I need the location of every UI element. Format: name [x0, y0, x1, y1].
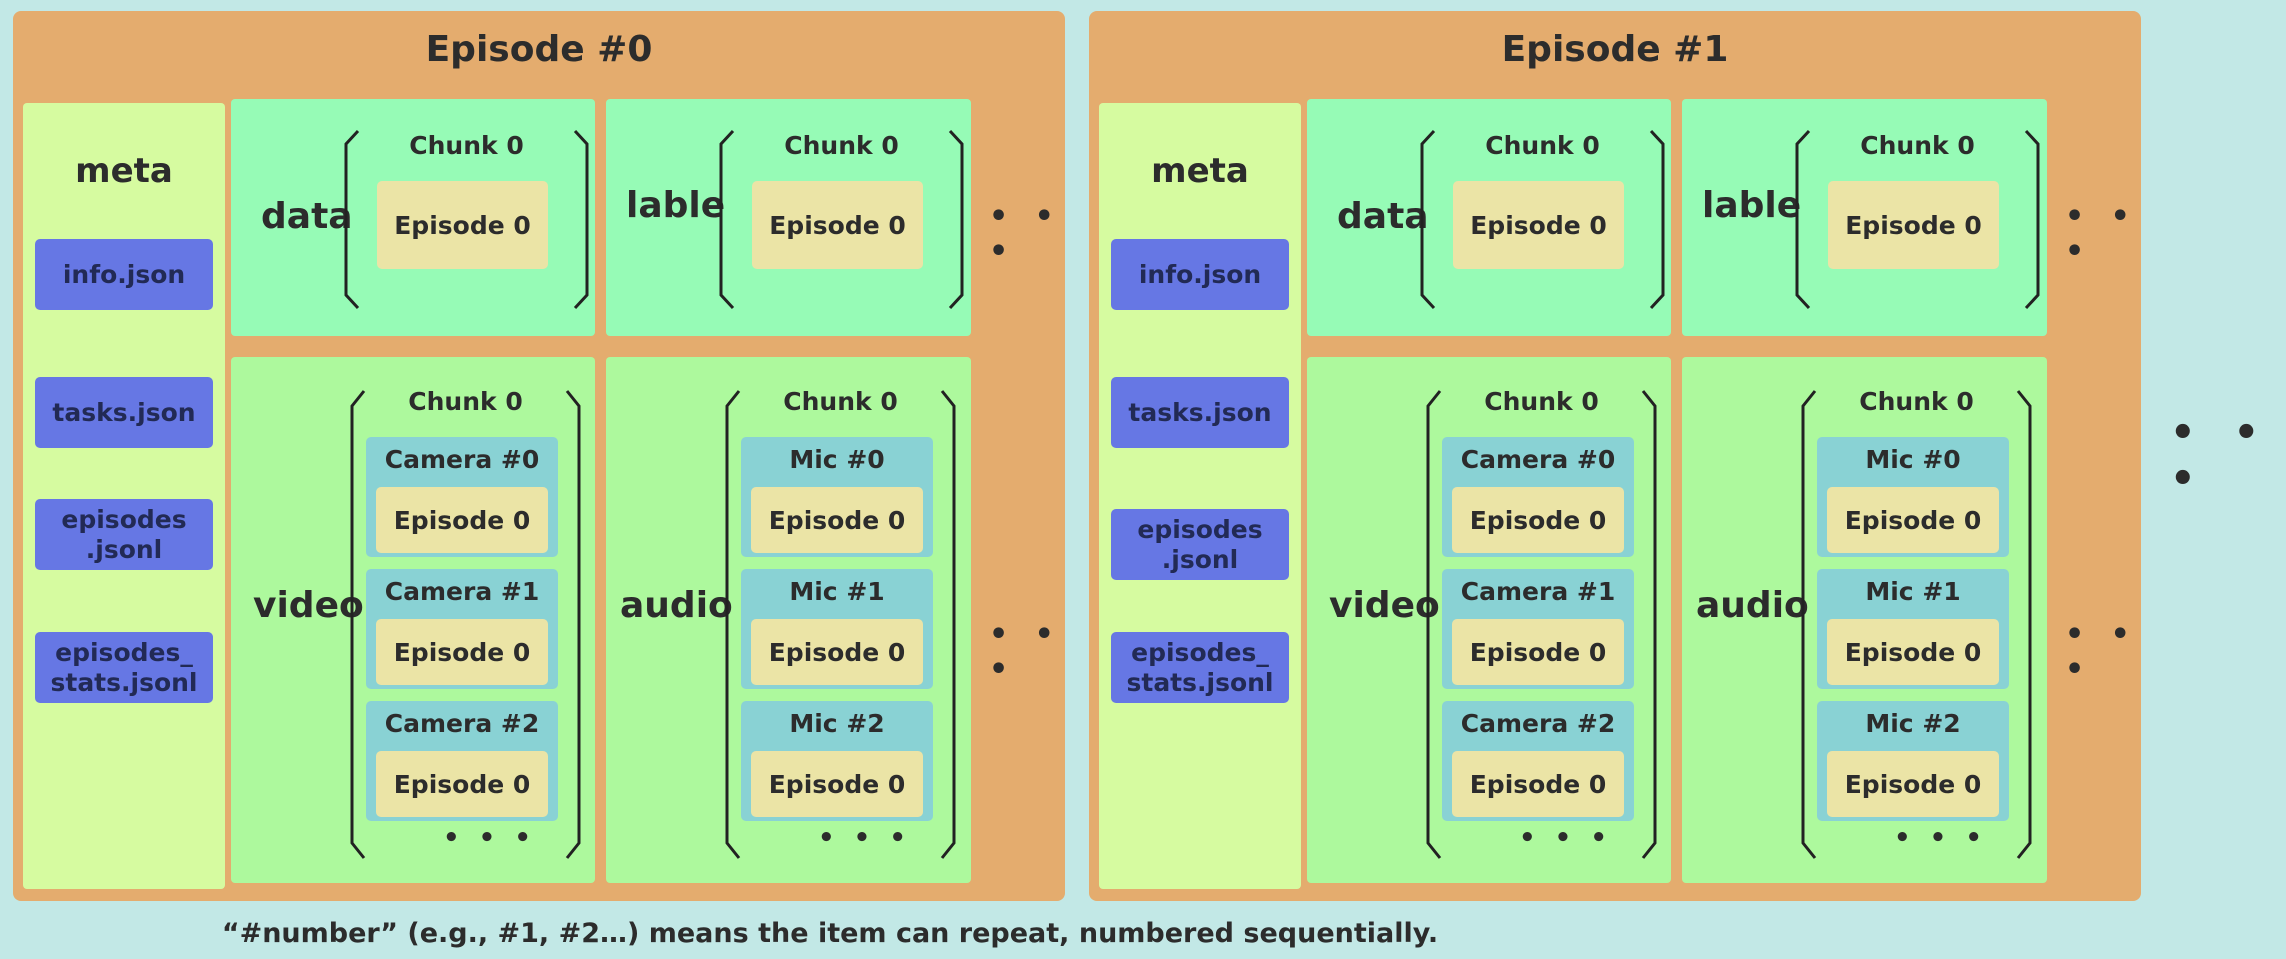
episode-group: Episode #1 meta info.json tasks.json epi… [1089, 11, 2141, 901]
episode-group: Episode #0 meta info.json tasks.json epi… [13, 11, 1065, 901]
audio-label: audio [1696, 585, 1809, 626]
mic-title: Mic #1 [789, 577, 885, 606]
chunk-bracket [1420, 129, 1665, 310]
data-label: data [1337, 196, 1429, 237]
mic-title: Mic #2 [1865, 709, 1961, 738]
episode-box: Episode 0 [1452, 619, 1624, 685]
chunk-bracket [1426, 390, 1657, 859]
mic-item: Mic #0 Episode 0 [1817, 437, 2009, 557]
chunk-label: Chunk 0 [1859, 387, 1974, 416]
camera-item: Camera #1 Episode 0 [1442, 569, 1634, 689]
episode-box: Episode 0 [376, 619, 548, 685]
more-items-ellipsis: • • • [443, 823, 536, 853]
lable-label: lable [626, 185, 726, 226]
lable-panel: lable Chunk 0 Episode 0 [606, 99, 971, 336]
camera-item: Camera #1 Episode 0 [366, 569, 558, 689]
video-label: video [253, 585, 364, 626]
data-panel: data Chunk 0 Episode 0 [1307, 99, 1671, 336]
more-bottom-ellipsis: • • • [989, 617, 1062, 687]
mic-item: Mic #2 Episode 0 [1817, 701, 2009, 821]
mic-item: Mic #1 Episode 0 [1817, 569, 2009, 689]
more-items-ellipsis: • • • [1519, 823, 1612, 853]
episode-box: Episode 0 [1827, 619, 1999, 685]
chunk-label: Chunk 0 [408, 387, 523, 416]
more-items-ellipsis: • • • [1894, 823, 1987, 853]
meta-panel: meta info.json tasks.json episodes .json… [1099, 103, 1301, 889]
chunk-bracket [719, 129, 964, 310]
camera-title: Camera #0 [1460, 445, 1616, 474]
video-label: video [1329, 585, 1440, 626]
meta-file-tasks: tasks.json [35, 377, 213, 448]
more-episodes-ellipsis: • • • [2170, 410, 2272, 502]
episode-box: Episode 0 [1453, 181, 1624, 269]
chunk-label: Chunk 0 [1485, 131, 1600, 160]
camera-title: Camera #2 [384, 709, 540, 738]
chunk-label: Chunk 0 [784, 131, 899, 160]
meta-file-info: info.json [1111, 239, 1289, 310]
meta-file-episodes-stats: episodes_ stats.jsonl [1111, 632, 1289, 703]
meta-title: meta [1151, 151, 1249, 191]
episode-box: Episode 0 [752, 181, 923, 269]
mic-item: Mic #2 Episode 0 [741, 701, 933, 821]
camera-item: Camera #0 Episode 0 [366, 437, 558, 557]
audio-label: audio [620, 585, 733, 626]
episode-box: Episode 0 [1452, 751, 1624, 817]
episode-title: Episode #1 [1501, 29, 1729, 70]
episode-box: Episode 0 [751, 487, 923, 553]
more-top-ellipsis: • • • [989, 199, 1062, 269]
episode-title: Episode #0 [425, 29, 653, 70]
mic-title: Mic #1 [1865, 577, 1961, 606]
episode-box: Episode 0 [1827, 751, 1999, 817]
camera-title: Camera #1 [384, 577, 540, 606]
camera-title: Camera #0 [384, 445, 540, 474]
lable-panel: lable Chunk 0 Episode 0 [1682, 99, 2047, 336]
episode-box: Episode 0 [1828, 181, 1999, 269]
chunk-label: Chunk 0 [409, 131, 524, 160]
episode-box: Episode 0 [377, 181, 548, 269]
mic-title: Mic #2 [789, 709, 885, 738]
meta-file-episodes-stats: episodes_ stats.jsonl [35, 632, 213, 703]
more-top-ellipsis: • • • [2065, 199, 2138, 269]
chunk-label: Chunk 0 [1860, 131, 1975, 160]
camera-item: Camera #2 Episode 0 [366, 701, 558, 821]
more-bottom-ellipsis: • • • [2065, 617, 2138, 687]
audio-panel: audio Chunk 0 Mic #0 Episode 0 Mic #1 Ep… [606, 357, 971, 883]
mic-item: Mic #0 Episode 0 [741, 437, 933, 557]
lable-label: lable [1702, 185, 1802, 226]
episode-box: Episode 0 [1827, 487, 1999, 553]
meta-file-tasks: tasks.json [1111, 377, 1289, 448]
episode-box: Episode 0 [376, 487, 548, 553]
chunk-bracket [1795, 129, 2040, 310]
chunk-bracket [344, 129, 589, 310]
episode-box: Episode 0 [1452, 487, 1624, 553]
mic-item: Mic #1 Episode 0 [741, 569, 933, 689]
chunk-bracket [1801, 390, 2032, 859]
meta-file-info: info.json [35, 239, 213, 310]
video-panel: video Chunk 0 Camera #0 Episode 0 Camera… [1307, 357, 1671, 883]
camera-title: Camera #1 [1460, 577, 1616, 606]
audio-panel: audio Chunk 0 Mic #0 Episode 0 Mic #1 Ep… [1682, 357, 2047, 883]
chunk-label: Chunk 0 [783, 387, 898, 416]
meta-file-episodes: episodes .jsonl [35, 499, 213, 570]
episode-box: Episode 0 [376, 751, 548, 817]
chunk-bracket [725, 390, 956, 859]
meta-file-episodes: episodes .jsonl [1111, 509, 1289, 580]
episode-box: Episode 0 [751, 751, 923, 817]
camera-item: Camera #2 Episode 0 [1442, 701, 1634, 821]
meta-title: meta [75, 151, 173, 191]
mic-title: Mic #0 [789, 445, 885, 474]
caption: “#number” (e.g., #1, #2…) means the item… [221, 918, 1439, 949]
episode-box: Episode 0 [751, 619, 923, 685]
more-items-ellipsis: • • • [818, 823, 911, 853]
chunk-bracket [350, 390, 581, 859]
data-label: data [261, 196, 353, 237]
data-panel: data Chunk 0 Episode 0 [231, 99, 595, 336]
video-panel: video Chunk 0 Camera #0 Episode 0 Camera… [231, 357, 595, 883]
meta-panel: meta info.json tasks.json episodes .json… [23, 103, 225, 889]
mic-title: Mic #0 [1865, 445, 1961, 474]
camera-title: Camera #2 [1460, 709, 1616, 738]
camera-item: Camera #0 Episode 0 [1442, 437, 1634, 557]
chunk-label: Chunk 0 [1484, 387, 1599, 416]
